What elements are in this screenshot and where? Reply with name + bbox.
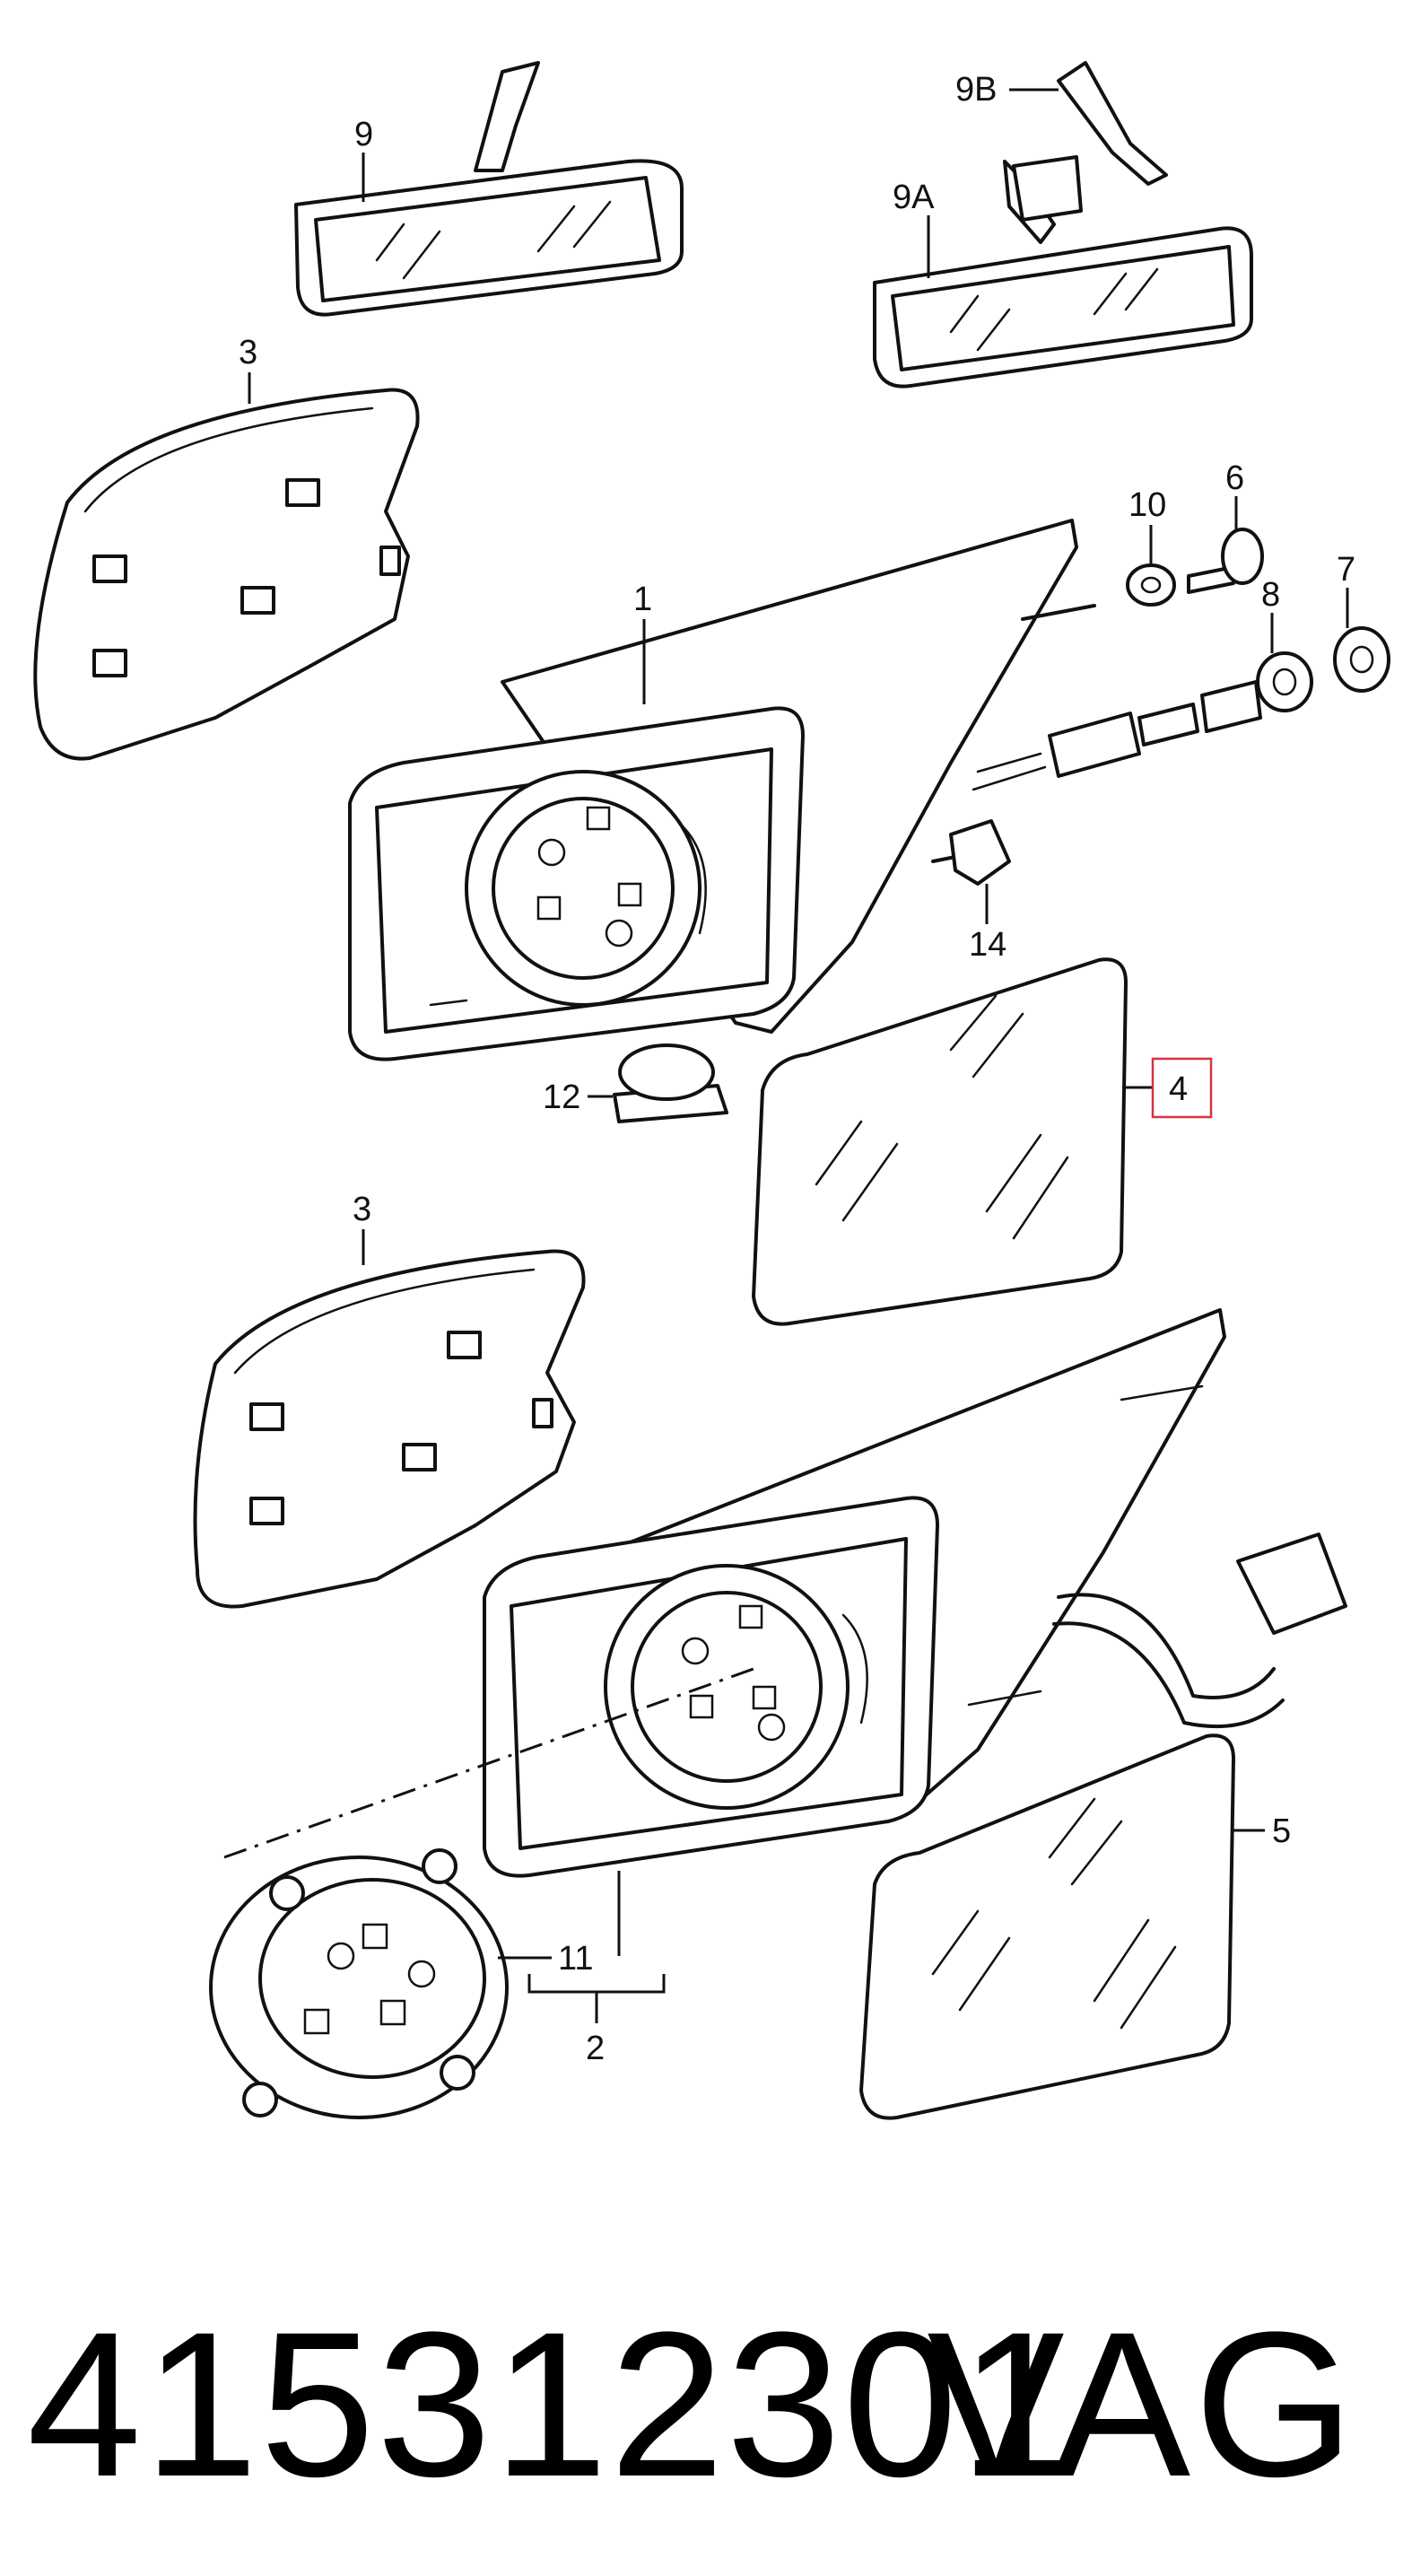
callout-9: 9	[354, 116, 373, 153]
callout-9B: 9B	[955, 71, 997, 109]
brand-name: VAG	[927, 2289, 1358, 2519]
callout-1: 1	[633, 581, 652, 618]
part-3-housing-cover-top	[33, 388, 420, 761]
adjuster-cable	[972, 680, 1262, 791]
part-number: 415312301	[27, 2289, 1076, 2519]
part-6-screw	[1187, 528, 1264, 594]
highlight-box	[1151, 1057, 1213, 1119]
part-5-mirror-glass	[859, 1733, 1235, 2120]
callout-2: 2	[586, 2030, 605, 2067]
callout-4[interactable]: 4	[1169, 1070, 1188, 1108]
part-14-clip	[949, 819, 1011, 886]
callout-3-bottom: 3	[353, 1191, 371, 1228]
callout-6: 6	[1225, 459, 1244, 497]
part-11-adjustment-motor	[209, 1848, 509, 2119]
part-8-grommet	[1256, 651, 1313, 712]
part-3-housing-cover-bottom	[193, 1249, 586, 1609]
footer-bar: 415312301 VAG	[0, 2270, 1403, 2539]
part-1-exterior-mirror	[348, 519, 1096, 1061]
callout-9A: 9A	[893, 179, 935, 216]
callout-11: 11	[558, 1940, 593, 1978]
callout-7: 7	[1337, 551, 1355, 589]
part-4-mirror-glass	[752, 957, 1128, 1326]
part-9A-interior-mirror	[873, 61, 1253, 389]
callout-8: 8	[1261, 576, 1280, 614]
callout-10: 10	[1128, 486, 1166, 524]
exploded-parts-diagram: 9 9B 9A 3 1	[33, 61, 1390, 2120]
callout-14: 14	[969, 926, 1006, 964]
callout-12: 12	[543, 1078, 580, 1116]
callout-3-top: 3	[239, 334, 257, 371]
part-10-washer	[1126, 563, 1176, 607]
part-7-grommet	[1333, 626, 1390, 693]
part-9-interior-mirror	[294, 61, 684, 317]
callout-5: 5	[1272, 1812, 1291, 1850]
part-12-cap	[613, 1043, 728, 1123]
part-2-exterior-mirror	[483, 1308, 1347, 1878]
